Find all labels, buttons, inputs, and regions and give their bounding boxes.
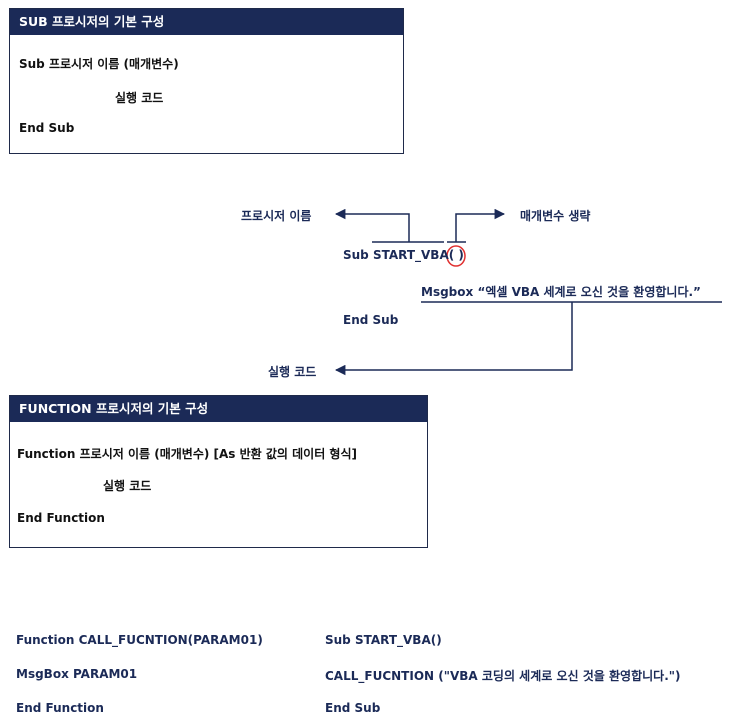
- label-exec-code: 실행 코드: [268, 365, 317, 379]
- code-end-sub: End Sub: [343, 313, 399, 327]
- function-box-line-1: Function 프로시저 이름 (매개변수) [As 반환 값의 데이터 형식…: [17, 447, 357, 461]
- code-msgbox-string: “엑셀 VBA 세계로 오신 것을 환영합니다.”: [477, 285, 701, 299]
- bottom-right-line-1: Sub START_VBA(): [325, 633, 442, 647]
- sub-box-line-1: Sub 프로시저 이름 (매개변수): [19, 57, 179, 71]
- arrow-to-exec-code: [334, 302, 573, 376]
- code-sub-start: Sub START_VBA( ): [343, 248, 464, 262]
- arrow-to-param-omit: [455, 208, 506, 242]
- parens-highlight-circle: [446, 245, 466, 267]
- code-msgbox-keyword: Msgbox: [421, 285, 474, 299]
- sub-box-line-3: End Sub: [19, 121, 75, 135]
- sub-structure-box: SUB 프로시저의 기본 구성 Sub 프로시저 이름 (매개변수) 실행 코드…: [9, 8, 404, 154]
- label-param-omit: 매개변수 생략: [520, 209, 591, 223]
- arrow-to-proc-name: [334, 208, 410, 242]
- function-structure-box: FUNCTION 프로시저의 기본 구성 Function 프로시저 이름 (매…: [9, 395, 428, 548]
- function-box-line-3: End Function: [17, 511, 105, 525]
- function-box-title: FUNCTION 프로시저의 기본 구성: [10, 396, 427, 422]
- bottom-left-line-2: MsgBox PARAM01: [16, 667, 138, 681]
- bottom-left-line-1: Function CALL_FUCNTION(PARAM01): [16, 633, 263, 647]
- code-sub-name: Sub START_VBA: [343, 248, 449, 262]
- sub-box-line-2: 실행 코드: [115, 91, 164, 105]
- code-parens: ( ): [448, 248, 464, 262]
- label-proc-name: 프로시저 이름: [241, 209, 312, 223]
- bottom-left-line-3: End Function: [16, 701, 104, 715]
- bottom-right-line-2: CALL_FUCNTION ("VBA 코딩의 세계로 오신 것을 환영합니다.…: [325, 669, 681, 683]
- bottom-right-line-3: End Sub: [325, 701, 381, 715]
- function-box-line-2: 실행 코드: [103, 479, 152, 493]
- code-msgbox: Msgbox “엑셀 VBA 세계로 오신 것을 환영합니다.”: [421, 283, 701, 300]
- sub-box-title: SUB 프로시저의 기본 구성: [10, 9, 403, 35]
